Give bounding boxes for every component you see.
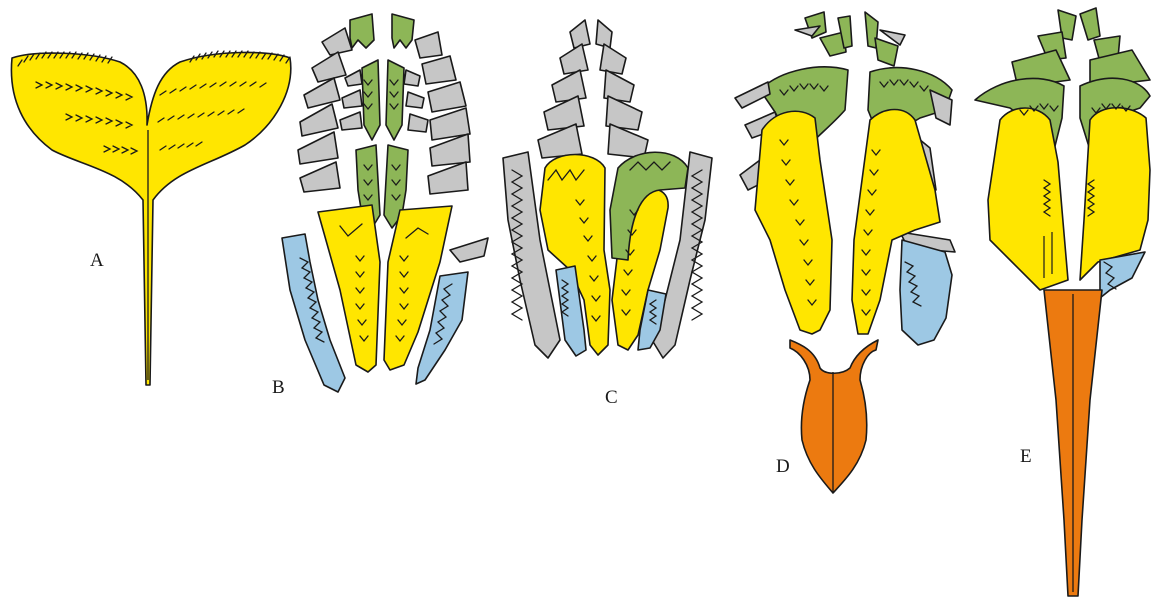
panel-b-gray-scales bbox=[298, 28, 470, 194]
panel-b-small-gray-scale bbox=[450, 238, 488, 262]
panel-b: B bbox=[272, 14, 488, 398]
panel-d-blue-part bbox=[900, 240, 952, 345]
panel-d-label: D bbox=[776, 456, 790, 477]
panel-c-label: C bbox=[605, 387, 618, 408]
panel-c: C bbox=[503, 20, 712, 408]
panel-a-label: A bbox=[90, 250, 104, 271]
panel-d: D bbox=[735, 12, 955, 493]
panel-b-label: B bbox=[272, 377, 285, 398]
panel-e-label: E bbox=[1020, 446, 1032, 467]
panel-e-blue-part bbox=[1100, 252, 1145, 298]
panel-e: E bbox=[975, 8, 1150, 596]
panel-d-orange-part bbox=[790, 340, 878, 493]
panel-a-bilobed-blade bbox=[11, 52, 290, 385]
panel-a: A bbox=[11, 51, 290, 385]
